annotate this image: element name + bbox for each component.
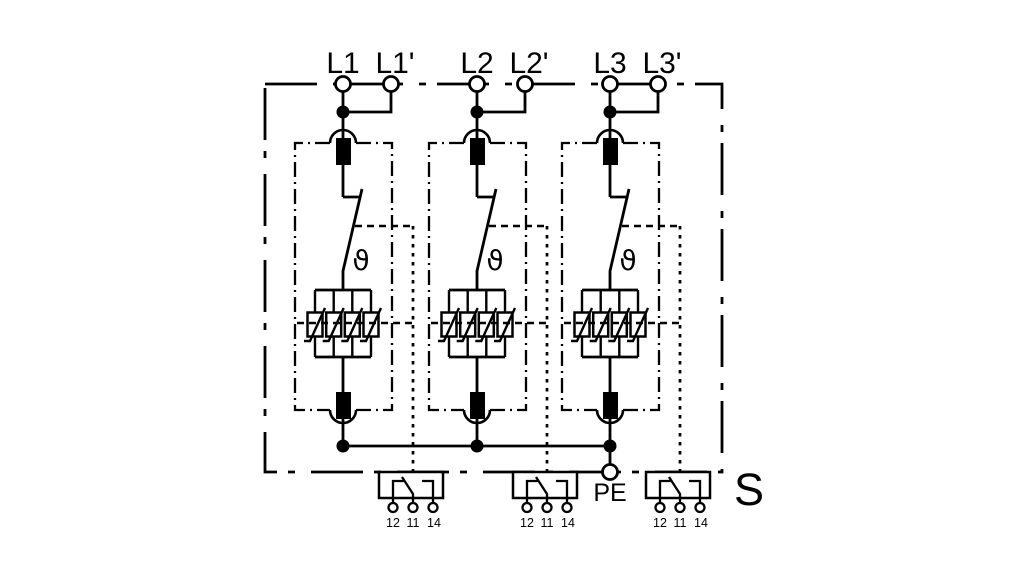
label-l1-prime: L1': [375, 47, 414, 80]
phase-branch-3: [560, 75, 712, 532]
varistor: [362, 311, 380, 338]
label-l3: L3: [593, 47, 626, 80]
contact-label-12: 12: [386, 516, 400, 530]
varistor-array: [306, 311, 380, 338]
electrode-block-bottom: [336, 392, 351, 419]
junction-dot-top: [336, 105, 350, 119]
label-l2: L2: [460, 47, 493, 80]
contact-terminal-11: [407, 501, 419, 514]
label-l1: L1: [326, 47, 359, 80]
label-l3-prime: L3': [642, 47, 681, 80]
varistor-diagonal-strokes: [304, 307, 383, 343]
pe-terminal: [601, 463, 619, 481]
thermal-disconnector-blade: [341, 188, 364, 290]
phase-output-terminal: [382, 75, 400, 93]
protected-output-link-wire: [343, 92, 393, 114]
contact-blade-11: [401, 476, 415, 498]
contact-terminal-14: [427, 501, 439, 514]
junction-dot-bottom: [336, 439, 350, 453]
contact-anchor-12: [391, 479, 404, 498]
label-l2-prime: L2': [509, 47, 548, 80]
remote-signal-label: S: [734, 464, 764, 515]
device-enclosure-boundary: [263, 82, 724, 474]
contact-anchor-14: [422, 479, 435, 498]
module-enclosure-box: [293, 141, 394, 412]
contact-label-14: 14: [427, 516, 441, 530]
signal-contact: 12 11 14: [377, 470, 445, 530]
varistor-column-stubs: [313, 290, 373, 357]
varistor: [343, 311, 362, 338]
theta-symbol: ϑ: [352, 244, 369, 277]
contact-terminal-12: [387, 501, 399, 514]
varistor: [306, 311, 324, 338]
contact-label-11: 11: [407, 516, 420, 530]
pe-terminal-label: PE: [593, 479, 626, 507]
phase-branch-2: [427, 75, 579, 532]
phase-input-terminal: [334, 75, 352, 93]
varistor: [324, 311, 343, 338]
electrode-block-top: [336, 138, 351, 165]
phase-branch-1: ϑ 12: [293, 75, 445, 530]
